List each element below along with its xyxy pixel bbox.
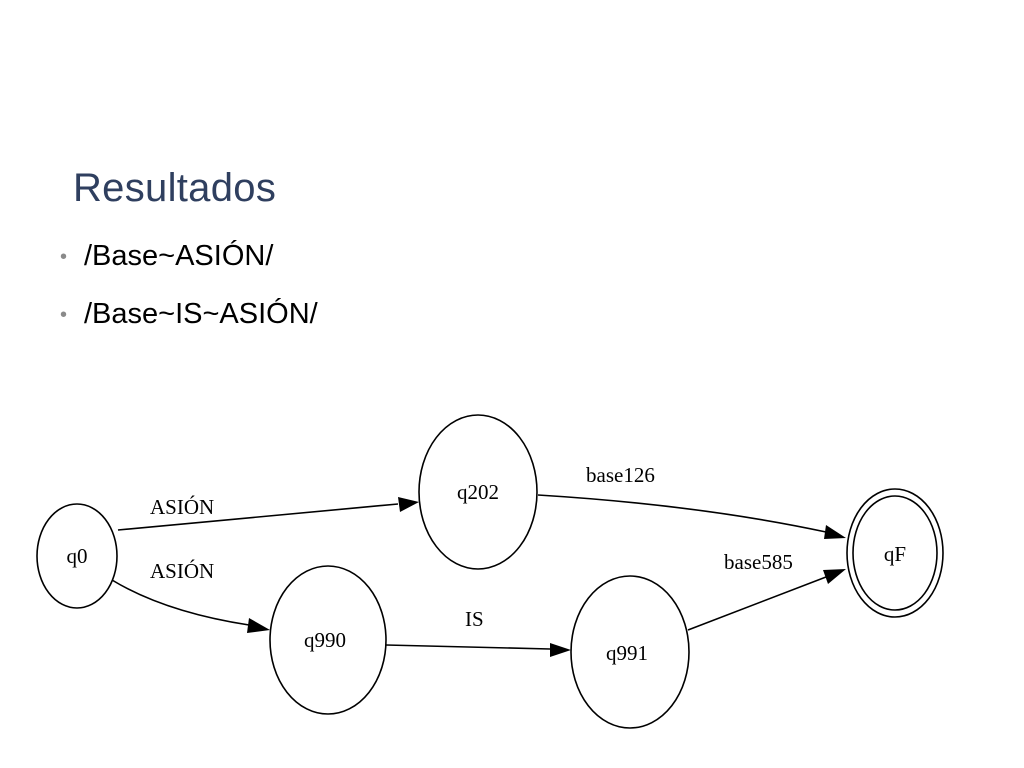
state-node-q991: q991 — [570, 575, 690, 729]
bullet-item: • /Base~ASIÓN/ — [60, 236, 318, 294]
state-node-qF: qF — [846, 488, 944, 618]
edge-line — [117, 503, 399, 531]
edge-line — [687, 576, 827, 631]
edge-label: base585 — [724, 550, 793, 574]
edge-line — [537, 494, 827, 533]
arrow-head-icon — [550, 643, 571, 657]
edge-label: ASIÓN — [150, 559, 214, 583]
state-label: q990 — [304, 628, 346, 652]
edge-q0-q990: ASIÓN — [111, 559, 270, 633]
arrow-head-icon — [824, 525, 846, 539]
slide-title: Resultados — [73, 166, 277, 210]
bullet-dot-icon: • — [60, 304, 68, 326]
accepting-ring — [852, 495, 938, 611]
bullet-text: /Base~ASIÓN/ — [84, 240, 274, 272]
state-label: qF — [884, 542, 906, 566]
edge-line — [111, 579, 250, 626]
state-label: q991 — [606, 641, 648, 665]
state-node-q202: q202 — [418, 414, 538, 570]
edge-line — [385, 644, 551, 650]
bullet-text: /Base~IS~ASIÓN/ — [84, 298, 318, 330]
edge-q991-qF: base585 — [687, 550, 846, 631]
bullet-dot-icon: • — [60, 246, 68, 268]
edge-q202-qF: base126 — [537, 463, 846, 539]
bullet-item: • /Base~IS~ASIÓN/ — [60, 294, 318, 352]
edge-label: ASIÓN — [150, 495, 214, 519]
edge-q0-q202: ASIÓN — [117, 495, 419, 531]
edge-label: IS — [465, 607, 484, 631]
state-node-q0: q0 — [36, 503, 118, 609]
edge-q990-q991: IS — [385, 607, 571, 657]
state-node-q990: q990 — [269, 565, 387, 715]
arrow-head-icon — [398, 497, 419, 512]
arrow-head-icon — [823, 569, 846, 584]
arrow-head-icon — [247, 618, 270, 633]
state-label: q202 — [457, 480, 499, 504]
edge-label: base126 — [586, 463, 655, 487]
bullet-list: • /Base~ASIÓN/ • /Base~IS~ASIÓN/ — [60, 236, 318, 352]
state-label: q0 — [67, 544, 88, 568]
